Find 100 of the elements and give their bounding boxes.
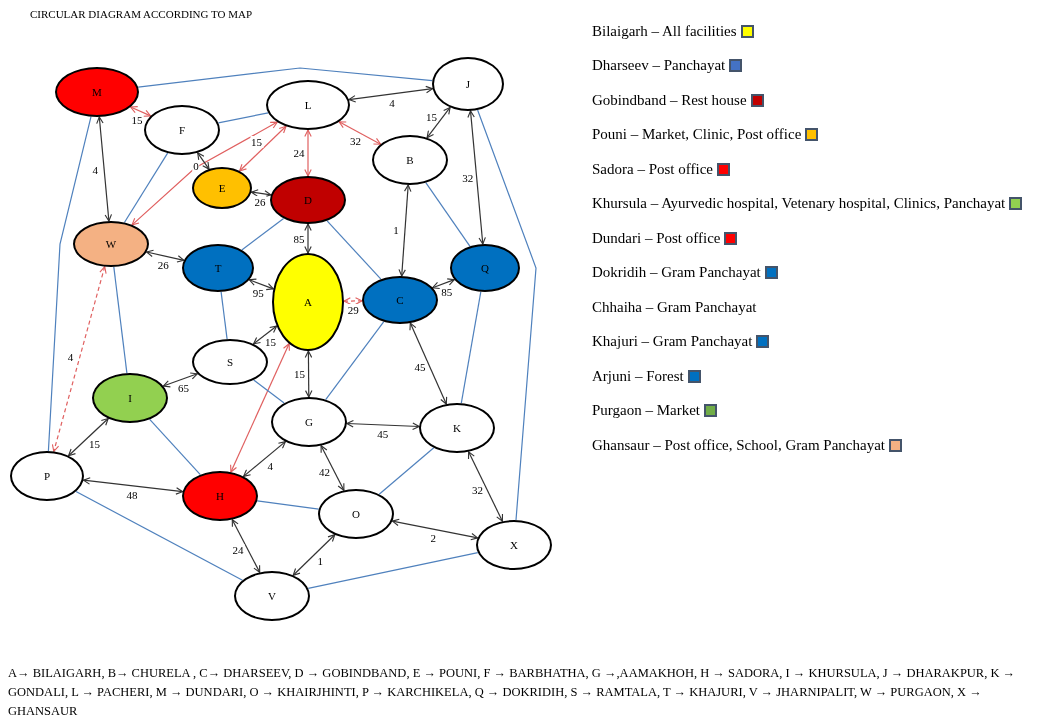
edge-label: 2 [429, 532, 437, 545]
place-ellipse: I [92, 373, 168, 423]
edge-label: 0 [192, 160, 200, 173]
place-ellipse: O [318, 489, 394, 539]
place-ellipse: C [362, 276, 438, 324]
connector-line [113, 266, 128, 374]
connector-line [241, 217, 285, 251]
connector-line [253, 379, 285, 404]
legend-text: Dharseev – Panchayat [592, 57, 726, 75]
arrow [343, 297, 363, 305]
edge-label: 4 [388, 97, 396, 110]
legend-text: Bilaigarh – All facilities [592, 22, 737, 40]
legend-text: Khajuri – Gram Panchayat [592, 333, 753, 351]
connector-line [326, 220, 382, 280]
arrow [51, 266, 107, 452]
arrow [426, 106, 451, 139]
arrow [252, 325, 278, 345]
place-ellipse: V [234, 571, 310, 621]
place-ellipse: T [182, 244, 254, 292]
place-ellipse: P [10, 451, 84, 501]
arrow [320, 445, 345, 491]
connector-line [47, 116, 92, 452]
place-ellipse: G [271, 397, 347, 447]
connector-line [477, 109, 537, 521]
edge-label: 65 [176, 382, 190, 395]
arrow [409, 322, 448, 405]
place-ellipse: B [372, 135, 448, 185]
edge-label: 1 [316, 555, 325, 568]
edge-label: 45 [376, 428, 390, 440]
arrow [162, 372, 198, 388]
legend-text: Purgaon – Market [592, 402, 701, 420]
edge-label: 15 [293, 368, 307, 381]
edge-label: 29 [346, 304, 360, 316]
legend-text: Khursula – Ayurvedic hospital, Vetenary hospital, Clinics, Panchayat [592, 195, 1006, 213]
diagram-title: CIRCULAR DIAGRAM ACCORDING TO MAP [30, 8, 253, 20]
edge-label: 15 [88, 437, 102, 450]
legend-text: Gobindband – Rest house [592, 91, 747, 109]
connector-line [137, 67, 433, 88]
arrow [346, 420, 420, 430]
arrow [146, 249, 185, 263]
arrow [230, 343, 290, 473]
edge-label: 24 [231, 544, 245, 557]
place-ellipse: X [476, 520, 552, 570]
arrow [467, 110, 486, 245]
edge-label: 45 [413, 361, 427, 374]
arrow [131, 121, 278, 226]
edge-label: 24 [292, 147, 306, 159]
arrow [292, 534, 336, 576]
arrow [243, 441, 286, 477]
edge-label: 32 [461, 172, 475, 185]
place-ellipse: M [55, 67, 139, 117]
arrow [197, 152, 210, 170]
arrow [398, 184, 412, 277]
connector-line [307, 552, 479, 589]
connector-line [256, 500, 320, 510]
connector-line [378, 447, 435, 495]
place-ellipse: F [144, 105, 220, 155]
place-ellipse: D [270, 176, 346, 224]
connector-line [220, 291, 228, 340]
connector-line [217, 112, 269, 124]
legend-text: Ghansaur – Post office, School, Gram Panchayat [592, 436, 885, 454]
place-ellipse: L [266, 80, 350, 130]
arrow [250, 189, 272, 198]
edge-label: 26 [253, 196, 267, 209]
edge-label: 15 [250, 136, 264, 149]
arrow [68, 417, 109, 457]
place-ellipse: J [432, 57, 504, 111]
edge-label: 32 [470, 484, 484, 497]
edge-label: 85 [440, 286, 454, 299]
arrow [348, 85, 434, 103]
key-note: A→ BILAIGARH, B→ CHURELA , C→ DHARSEEV, D → GOBINDBAND, E → POUNI, F → BARBHATHA, G →,AAMAKHOH, H → SADORA, I → KHURSULA, J → DHARAKPUR, K → GONDALI, L → PACHERI, M → DUNDARI, O → KHAIRJHINTI, P → KARCHIKELA, Q → DOKRIDIH, S → RAMTALA, T → KHAJURI, V → JHARNIPALIT, W → PURGAON, X → GHANSAUR [8, 665, 1017, 720]
arrow [467, 451, 504, 522]
arrow [96, 116, 113, 222]
legend-text: Arjuni – Forest [592, 367, 684, 385]
arrow [231, 519, 261, 573]
arrow [239, 125, 287, 172]
connector-line [425, 182, 471, 247]
legend-text: Chhaiha – Gram Panchayat [592, 298, 757, 316]
arrow [338, 121, 382, 145]
arrow [304, 350, 313, 398]
connector-line [325, 321, 385, 401]
place-ellipse: H [182, 471, 258, 521]
arrow [82, 477, 184, 495]
place-ellipse: W [73, 221, 149, 267]
connector-line [460, 291, 482, 404]
edge-label: 15 [264, 336, 278, 349]
connector-line [123, 152, 169, 224]
place-ellipse: K [419, 403, 495, 453]
arrow [304, 129, 312, 177]
legend-text: Dundari – Post office [592, 229, 721, 247]
edge-label: 15 [424, 111, 438, 124]
arrow [130, 106, 152, 117]
arrow [304, 223, 312, 254]
arrow [248, 278, 274, 291]
arrow [391, 518, 479, 541]
arrow [432, 278, 455, 289]
legend-text: Dokridih – Gram Panchayat [592, 264, 761, 282]
connector-line [149, 418, 201, 476]
place-ellipse: Q [450, 244, 520, 292]
legend-text: Pouni – Market, Clinic, Post office [592, 126, 802, 144]
